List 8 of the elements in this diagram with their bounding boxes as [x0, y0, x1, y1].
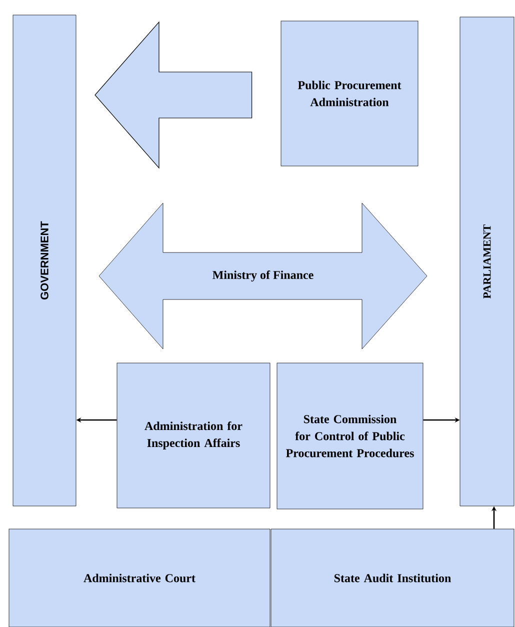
block-arrow [94, 21, 252, 169]
process-box: State Commission for Control of Public Procurement Procedures [276, 362, 424, 510]
process-box: Public Procurement Administration [280, 20, 418, 166]
column-box: PARLIAMENT [460, 16, 514, 506]
process-box: State Audit Institution [270, 528, 514, 627]
process-box: Administration for Inspection Affairs [116, 362, 270, 508]
column-box: GOVERNMENT [12, 14, 76, 506]
process-box: Administrative Court [8, 528, 270, 627]
